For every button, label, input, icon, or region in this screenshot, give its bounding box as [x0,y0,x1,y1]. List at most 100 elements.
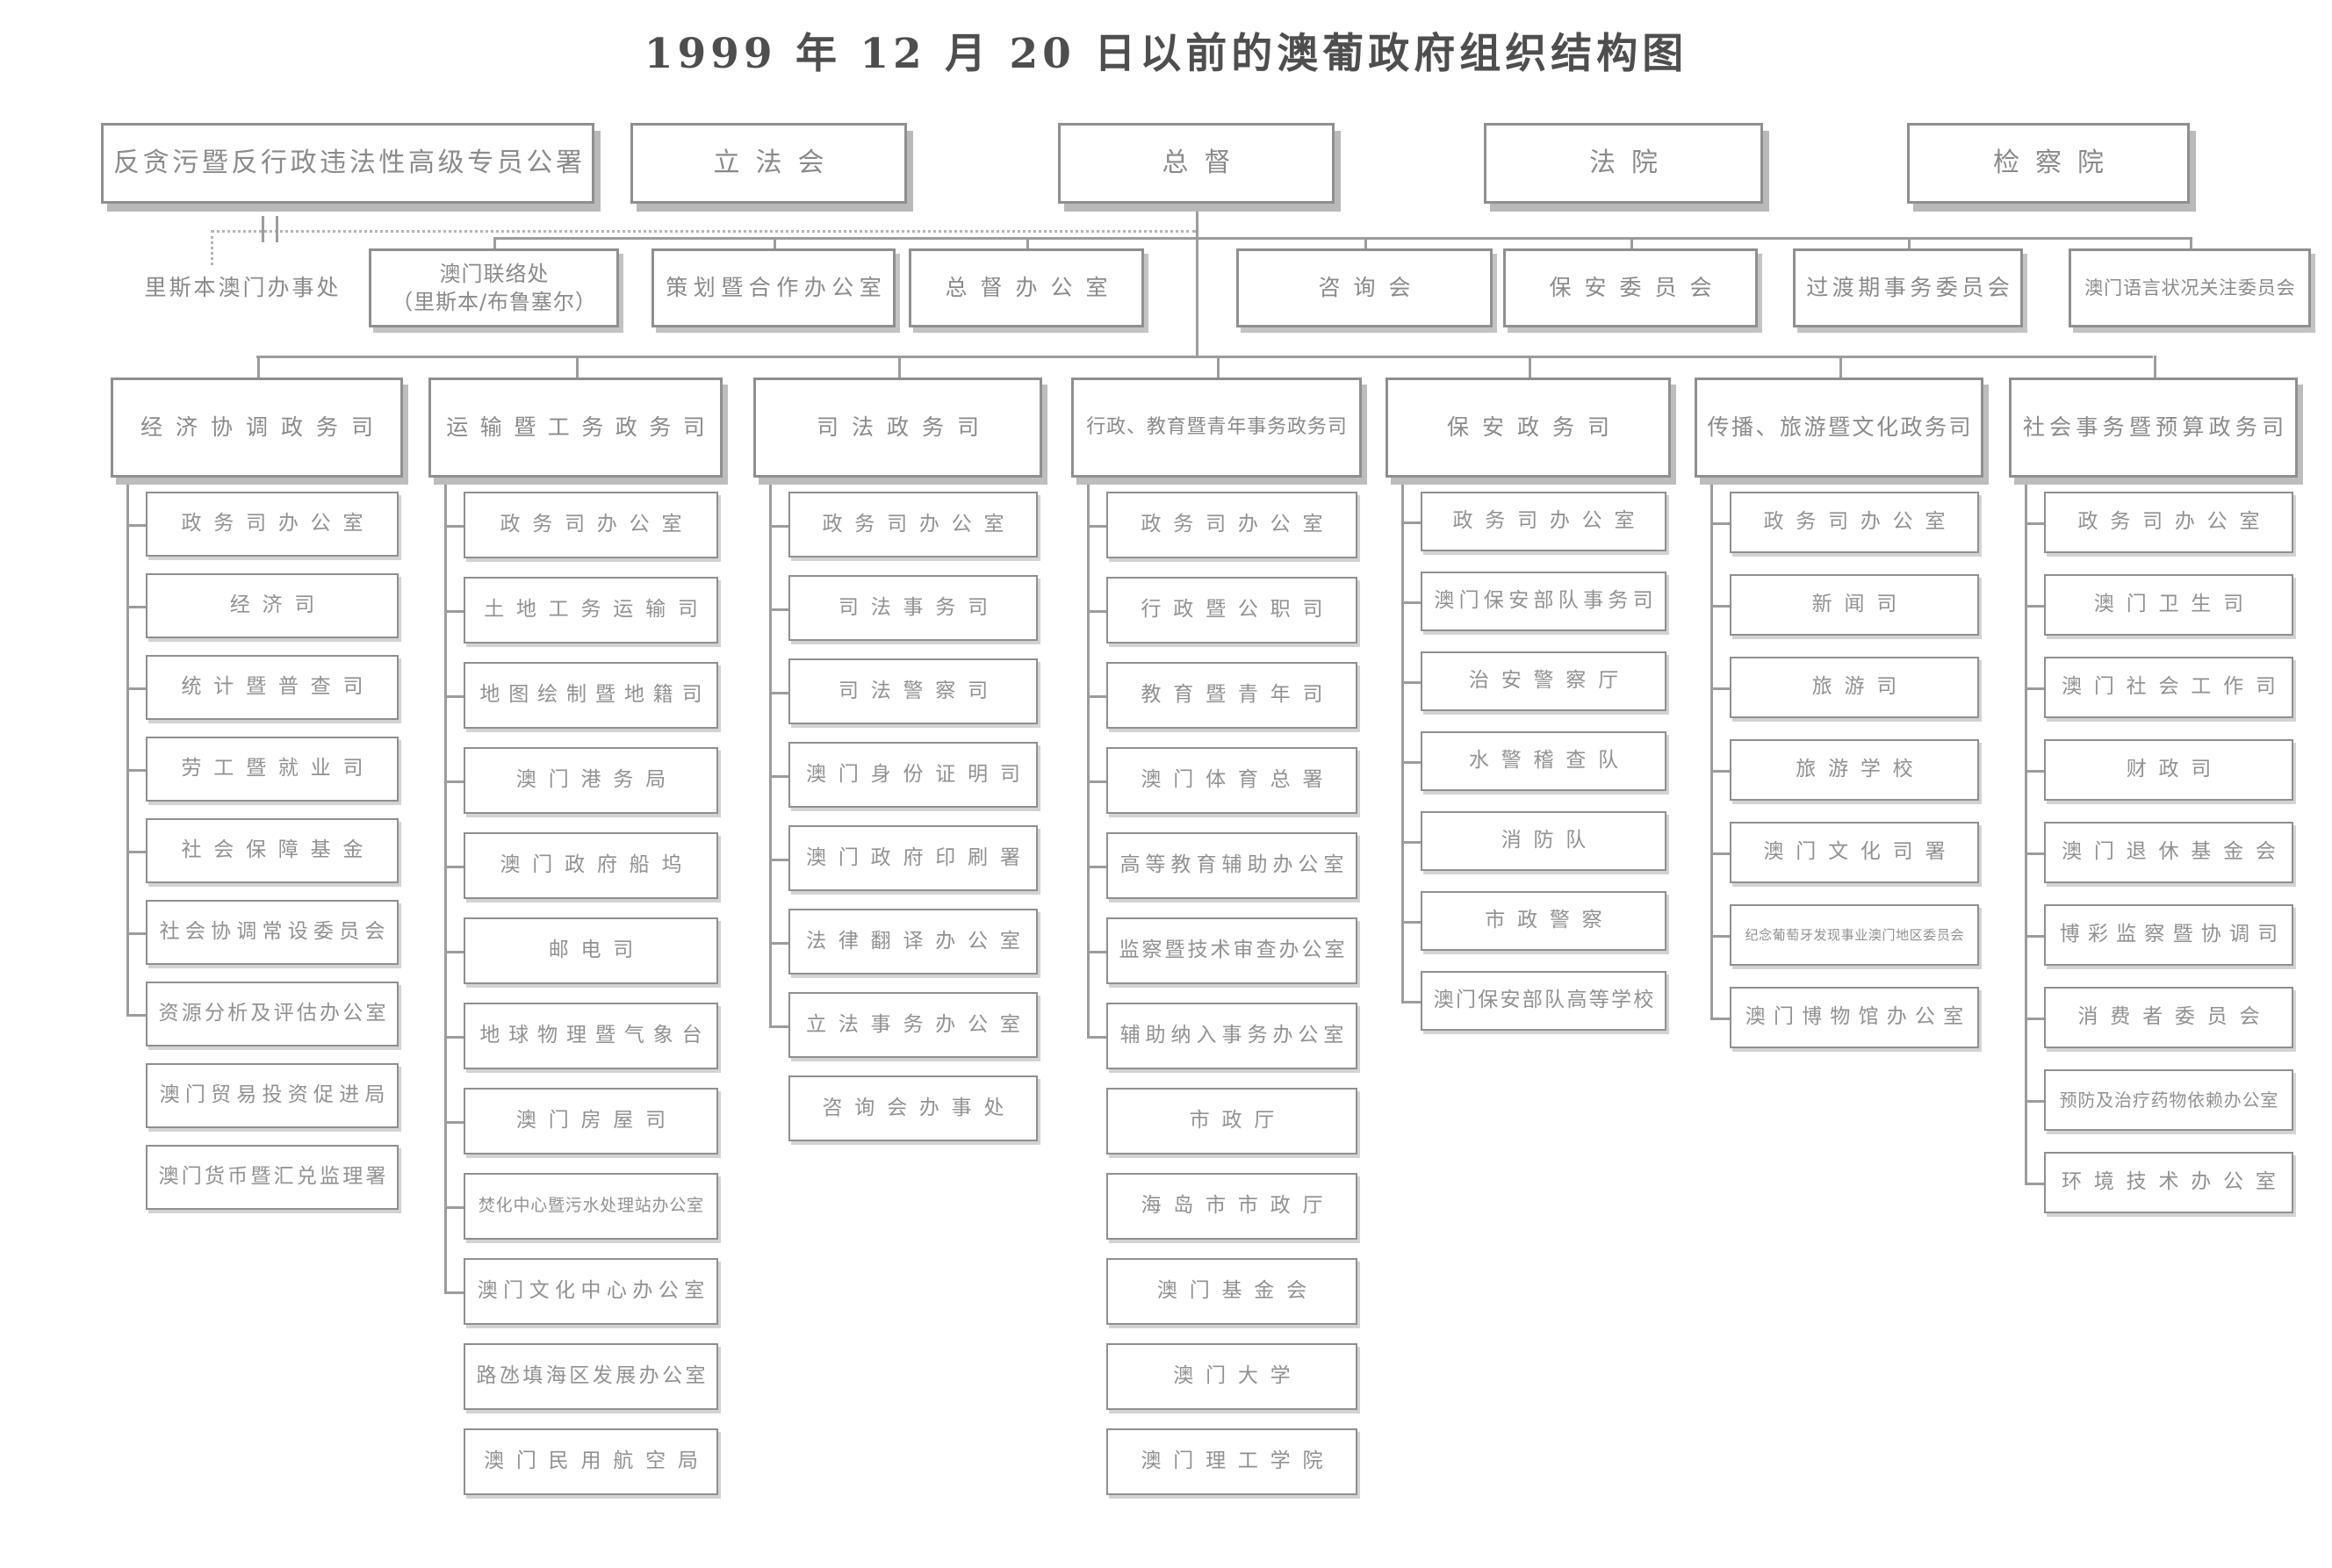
org-unit-box: 水警稽查队 [1421,731,1666,791]
connector-line [444,695,464,698]
label: 政务司办公室 [181,512,376,536]
label: 社会事务暨预算政务司 [2022,414,2289,441]
label: 消防队 [1501,829,1599,852]
org-unit-box: 市政厅 [1106,1088,1357,1154]
label: 澳门贸易投资促进局 [159,1083,391,1107]
connector-line [126,478,129,1014]
label: 澳门文化司署 [1763,840,1958,864]
org-unit-box: 澳门货币暨汇兑监理署 [146,1145,399,1210]
label: 行政、教育暨青年事务政务司 [1086,416,1348,439]
label: 总督办公室 [945,275,1121,301]
org-unit-box: 澳门港务局 [464,747,718,814]
dept-transport-public-works: 运输暨工务政务司 [428,378,723,478]
label: 政务司办公室 [500,513,695,536]
label: 监察暨技术审查办公室 [1119,939,1348,962]
label: 邮电司 [548,939,646,962]
org-unit-box: 地球物理暨气象台 [464,1003,718,1069]
connector-line [1401,521,1421,524]
connector-line [444,1121,464,1124]
org-unit-box: 澳门卫生司 [2044,574,2293,636]
label: 治安警察厅 [1468,669,1630,693]
label: 澳门理工学院 [1141,1449,1335,1473]
connector-line [2190,237,2192,249]
connector-line [2025,770,2044,773]
connector-line [256,356,2153,358]
org-unit-box: 邮电司 [464,917,718,984]
connector-line [769,941,788,945]
org-unit-box: 澳门退休基金会 [2044,822,2293,883]
label: 澳门港务局 [515,768,678,792]
org-unit-box: 澳门博物馆办公室 [1730,987,1979,1048]
label: 澳门房屋司 [515,1109,678,1133]
connector-line [444,1036,464,1039]
org-unit-box: 新闻司 [1730,574,1979,636]
connector-line [256,356,260,378]
connector-line [1401,478,1404,1001]
org-unit-box: 旅游司 [1730,657,1979,718]
box-macau-language-status-committee: 澳门语言状况关注委员会 [2069,248,2311,327]
connector-line [1710,687,1730,690]
org-unit-box: 澳门房屋司 [464,1088,718,1154]
box-macau-liaison-office: 澳门联络处 （里斯本/布鲁塞尔） [369,248,619,327]
connector-line [769,774,788,778]
label: 立法事务办公室 [806,1012,1033,1036]
org-unit-box: 政务司办公室 [2044,492,2293,553]
connector-line [444,780,464,783]
connector-line [1630,237,1633,249]
label: 澳门保安部队事务司 [1434,589,1658,613]
org-unit-box: 澳门保安部队事务司 [1421,572,1666,631]
label: 立法会 [713,147,840,178]
org-unit-box: 路氹填海区发展办公室 [464,1343,718,1410]
label: 经济协调政务司 [140,414,386,441]
label: 行政暨公职司 [1141,598,1335,622]
connector-line [1710,1018,1730,1020]
connector-line [126,851,146,853]
box-transition-affairs-committee: 过渡期事务委员会 [1793,248,2023,327]
org-unit-box: 地图绘制暨地籍司 [464,662,718,729]
connector-line [1087,1036,1106,1039]
org-unit-box: 社会协调常设委员会 [146,900,399,965]
label: 劳工暨就业司 [181,757,376,780]
org-unit-box: 社会保障基金 [146,818,399,883]
org-unit-box: 治安警察厅 [1421,651,1666,711]
org-unit-box: 教育暨青年司 [1106,662,1357,729]
connector-line [769,524,788,528]
connector-line [2153,356,2156,378]
label-lisbon-macau-office: 里斯本澳门办事处 [132,248,351,327]
org-unit-box: 政务司办公室 [788,492,1038,557]
box-security-council: 保安委员会 [1503,248,1758,327]
org-unit-box: 政务司办公室 [1106,492,1357,558]
label: 政务司办公室 [1141,513,1335,536]
page-title: 1999 年 12 月 20 日以前的澳葡政府组织结构图 [644,30,1688,78]
connector-line [769,858,788,861]
label: 纪念葡萄牙发现事业澳门地区委员会 [1745,926,1965,943]
label: 咨询会办事处 [822,1096,1017,1119]
box-court: 法院 [1484,123,1763,204]
org-unit-box: 监察暨技术审查办公室 [1106,917,1357,984]
org-unit-box: 澳门贸易投资促进局 [146,1063,399,1128]
dept-admin-education-youth: 行政、教育暨青年事务政务司 [1071,378,1362,478]
connector-line [2025,1018,2044,1020]
label: 澳门卫生司 [2093,593,2256,616]
org-unit-box: 行政暨公职司 [1106,577,1357,644]
label: 澳门基金会 [1156,1279,1319,1303]
connector-line-dotted [211,230,1196,233]
connector-line [126,1014,146,1017]
label: 政务司办公室 [2077,510,2272,534]
connector-line [126,606,146,608]
label: 市政警察 [1485,909,1615,932]
label: 澳门保安部队高等学校 [1433,989,1656,1012]
label: 咨询会 [1318,275,1424,301]
org-unit-box: 预防及治疗药物依赖办公室 [2044,1069,2293,1131]
label: 澳门政府印刷署 [806,845,1033,869]
label: 澳门社会工作司 [2062,675,2288,699]
connector-line [1087,951,1106,953]
label: 反贪污暨反行政违法性高级专员公署 [112,147,586,178]
label: 新闻司 [1811,593,1910,616]
label: 博彩监察暨协调司 [2059,923,2286,946]
connector-line [2025,852,2044,855]
connector-line [126,524,146,527]
box-planning-cooperation-office: 策划暨合作办公室 [651,248,896,327]
label: 路氹填海区发展办公室 [476,1364,709,1388]
